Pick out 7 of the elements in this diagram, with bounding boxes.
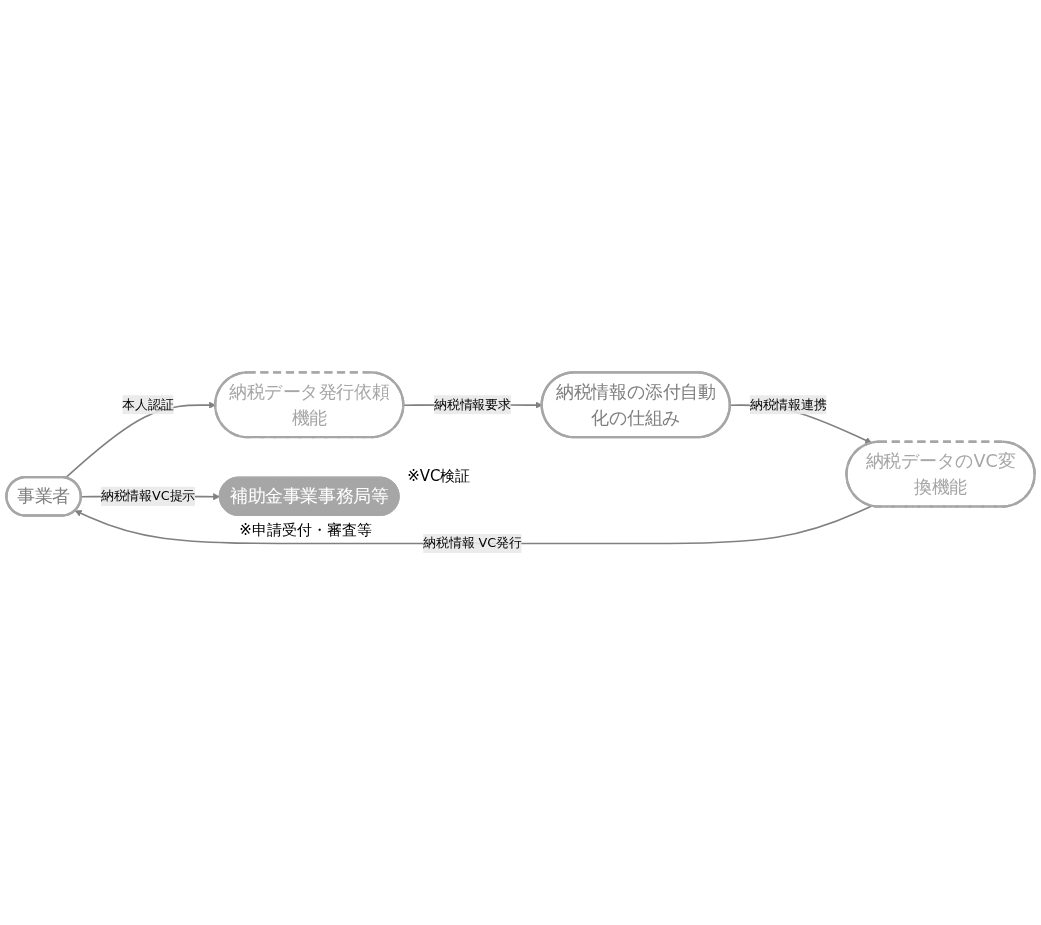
edge-label: 本人認証 xyxy=(122,396,174,412)
note-text: ※申請受付・審査等 xyxy=(239,521,372,541)
edge-label: 納税情報 VC発行 xyxy=(423,535,522,551)
edge-label: 納税情報連携 xyxy=(749,396,827,412)
note-text: ※VC検証 xyxy=(407,466,471,486)
edge-label: 納税情報要求 xyxy=(434,396,511,412)
edge-label: 納税情報VC提示 xyxy=(100,488,196,504)
